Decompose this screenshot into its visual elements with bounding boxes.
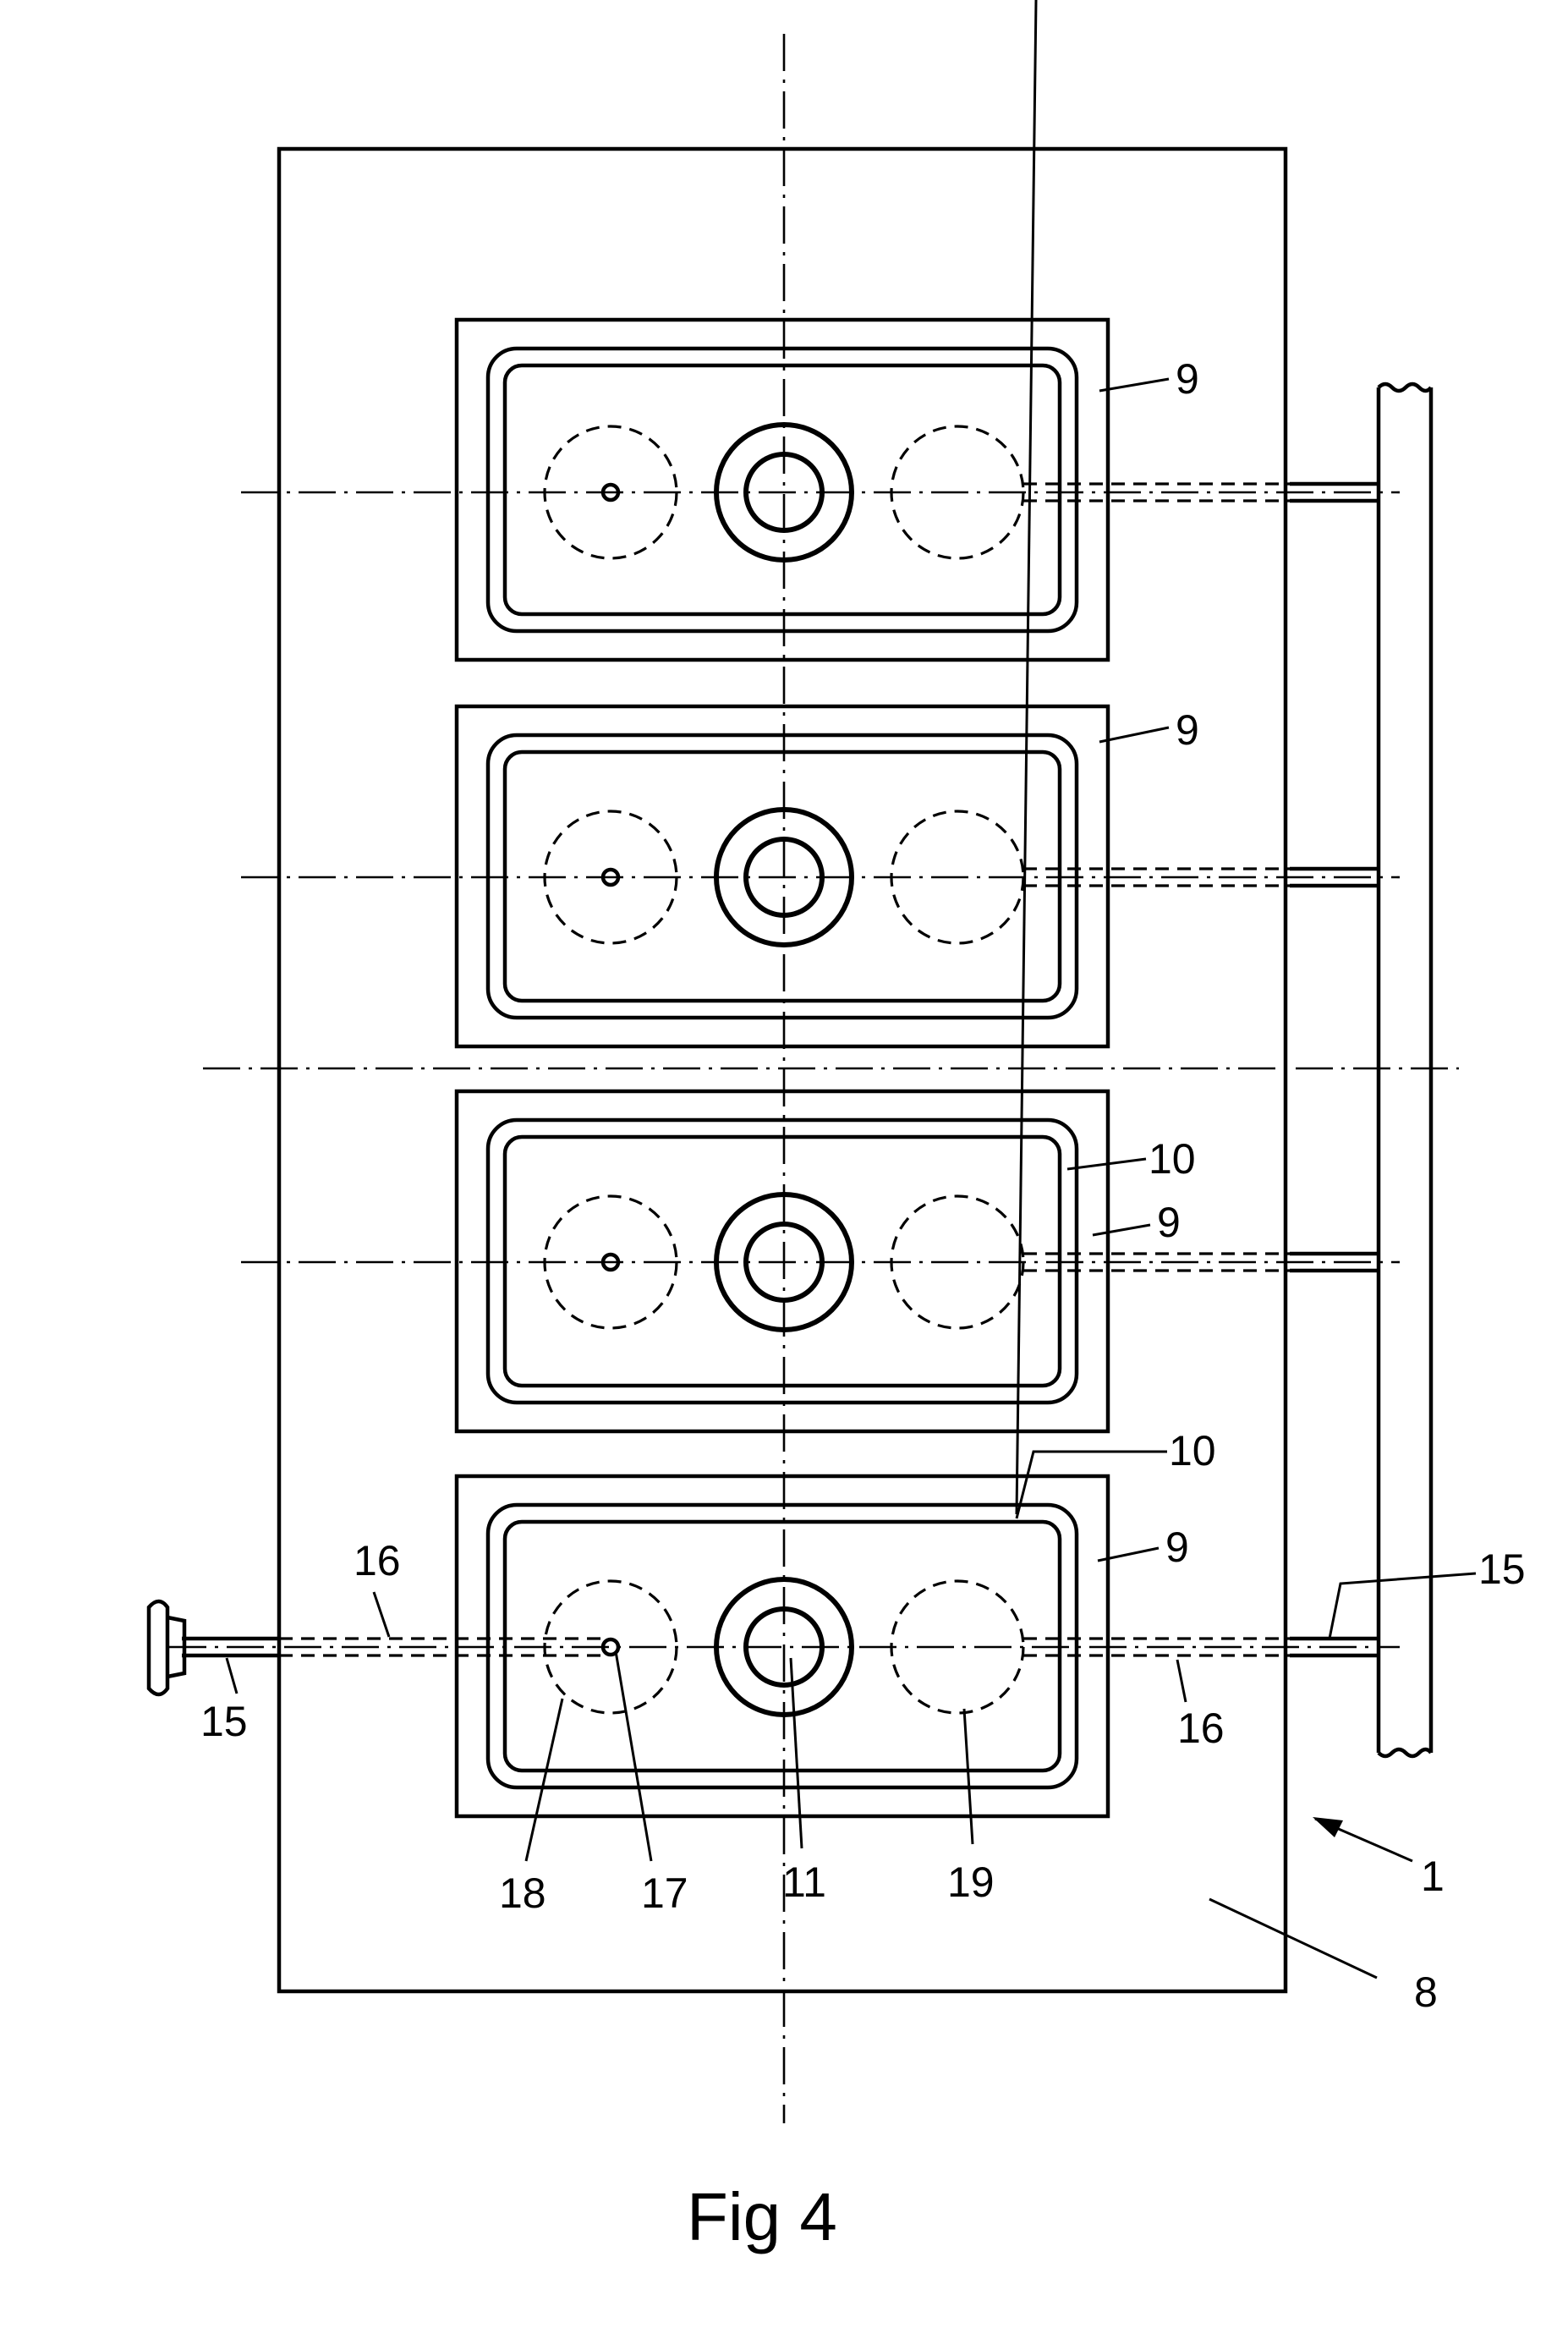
label-8: 8 <box>1414 1968 1438 2016</box>
pipe-coupling-collar <box>167 1615 187 1679</box>
slot-4: 10 9 <box>146 0 1400 1819</box>
slot-3-leader-10 <box>1066 1157 1147 1171</box>
leader-16-right <box>1176 1659 1187 1703</box>
label-9-slot-2: 9 <box>1176 706 1199 754</box>
slot-2: 9 <box>241 704 1400 1049</box>
reference-labels: 16 15 15 16 18 17 11 19 1 8 <box>200 1537 1526 2016</box>
slot-4-leader-10 <box>1015 0 1038 1515</box>
slot-3: 10 9 <box>241 1089 1400 1434</box>
slot-2-leader-9 <box>1099 726 1170 744</box>
side-rail <box>1376 382 1434 1759</box>
leader-18 <box>524 1698 564 1862</box>
slot-3-leader-9 <box>1092 1223 1151 1237</box>
label-18: 18 <box>499 1870 546 1917</box>
arrow-1-head <box>1313 1817 1343 1837</box>
label-10-slot-3: 10 <box>1149 1135 1196 1183</box>
leader-16-left <box>372 1591 391 1638</box>
label-19: 19 <box>947 1859 995 1906</box>
label-11: 11 <box>782 1859 826 1906</box>
slot-1-leader-9 <box>1099 377 1170 393</box>
leader-15-right <box>1328 1572 1477 1639</box>
slot-4-leader-9 <box>1097 1546 1160 1562</box>
base-plate <box>277 146 1288 1994</box>
label-17: 17 <box>641 1870 688 1917</box>
slot-1-seal-inner <box>502 363 1062 617</box>
leader-17 <box>614 1650 653 1862</box>
label-9-slot-1: 9 <box>1176 355 1199 403</box>
label-9-slot-3: 9 <box>1157 1199 1181 1246</box>
label-16-left: 16 <box>354 1537 401 1584</box>
slot-1: 9 <box>241 317 1400 662</box>
label-16-right: 16 <box>1177 1705 1225 1752</box>
label-9-slot-4: 9 <box>1165 1524 1189 1571</box>
figure-caption: Fig 4 <box>687 2179 837 2254</box>
label-10-slot-4: 10 <box>1169 1427 1216 1474</box>
pipe-coupling <box>146 1599 170 1697</box>
slot-1-seal-outer <box>485 346 1079 634</box>
leader-15-left <box>225 1657 238 1694</box>
label-1: 1 <box>1421 1853 1445 1900</box>
slot-1-frame <box>454 317 1110 662</box>
leader-19 <box>962 1708 974 1845</box>
label-15-right: 15 <box>1478 1546 1526 1593</box>
slot-4-leader-10-path <box>1015 1450 1167 1519</box>
leader-8 <box>1209 1897 1378 1979</box>
leader-11 <box>789 1657 803 1849</box>
label-15-left: 15 <box>200 1698 248 1745</box>
